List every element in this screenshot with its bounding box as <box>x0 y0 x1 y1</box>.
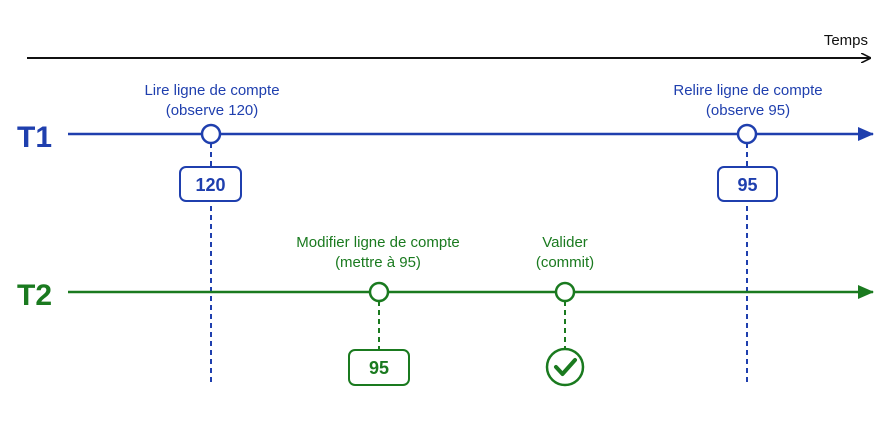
t1-read-value-box <box>179 166 242 202</box>
t2-modify-value-box <box>348 349 410 386</box>
t1-label: T1 <box>17 121 52 154</box>
t1-reread-value-box <box>717 166 778 202</box>
time-axis-label: Temps <box>824 32 868 49</box>
t1-reread-label-line2: (observe 95) <box>706 102 790 119</box>
t1-read-event-marker <box>200 123 222 145</box>
t2-modify-event-marker <box>368 281 390 303</box>
t1-read-value: 120 <box>195 175 225 195</box>
t2-modify-label-line1: Modifier ligne de compte <box>296 234 459 251</box>
t1-reread-value: 95 <box>737 175 757 195</box>
check-circle-icon <box>545 347 585 387</box>
t2-commit-event-marker <box>554 281 576 303</box>
t2-label: T2 <box>17 279 52 312</box>
t2-commit-label-line1: Valider <box>542 234 588 251</box>
t1-reread-event-marker <box>736 123 758 145</box>
t2-commit-label-line2: (commit) <box>536 254 594 271</box>
t2-modify-label-line2: (mettre à 95) <box>335 254 421 271</box>
t1-read-label-line2: (observe 120) <box>166 102 259 119</box>
t1-reread-label-line1: Relire ligne de compte <box>673 82 822 99</box>
t2-modify-value: 95 <box>369 358 389 378</box>
t1-read-label-line1: Lire ligne de compte <box>144 82 279 99</box>
